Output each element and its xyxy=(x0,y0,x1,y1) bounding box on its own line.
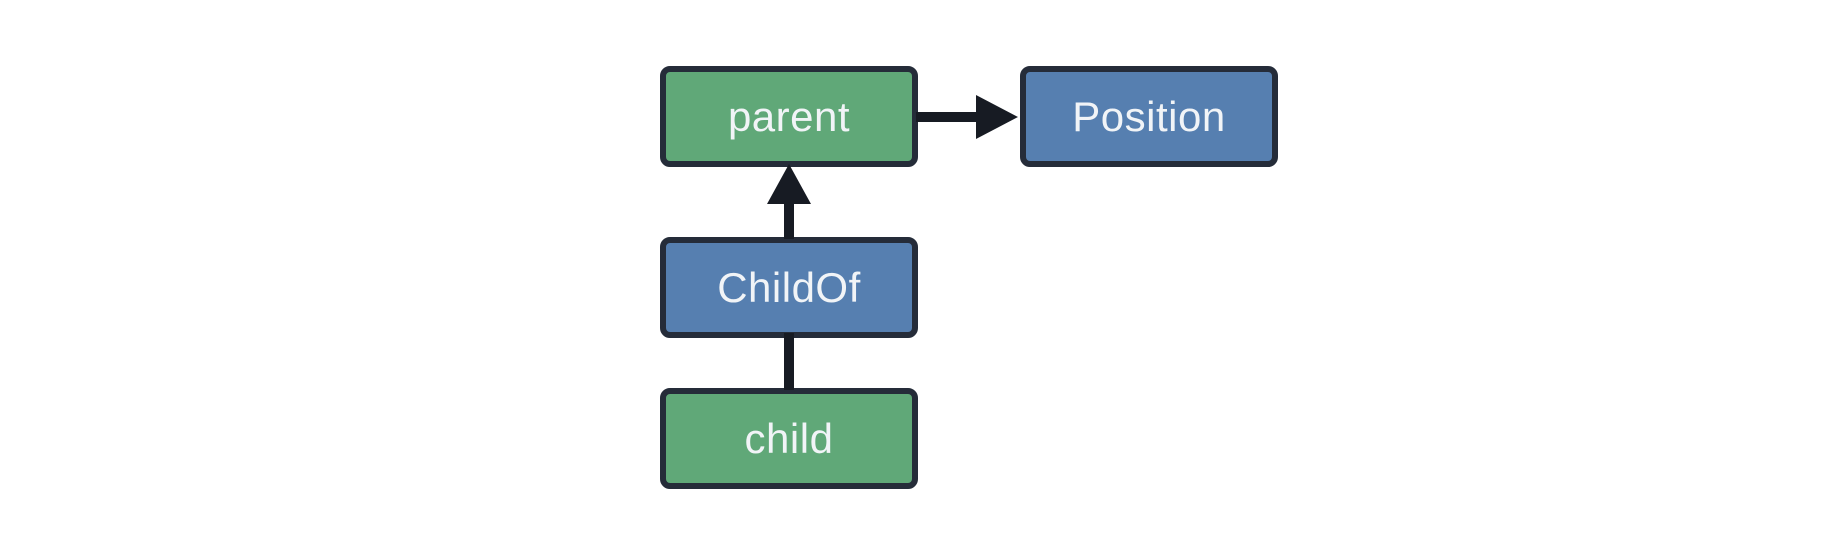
edge-parent-position-shaft xyxy=(916,112,978,122)
node-childof: ChildOf xyxy=(660,237,918,338)
node-parent-label: parent xyxy=(727,92,851,140)
edge-child-childof-line xyxy=(784,333,794,390)
arrowhead-up-icon xyxy=(767,164,811,204)
node-position: Position xyxy=(1020,66,1278,167)
edge-childof-parent-shaft xyxy=(784,202,794,239)
node-child: child xyxy=(660,388,918,489)
arrowhead-right-icon xyxy=(976,95,1018,139)
node-position-label: Position xyxy=(1072,92,1226,140)
node-parent: parent xyxy=(660,66,918,167)
node-childof-label: ChildOf xyxy=(717,263,861,311)
node-child-label: child xyxy=(744,414,834,462)
